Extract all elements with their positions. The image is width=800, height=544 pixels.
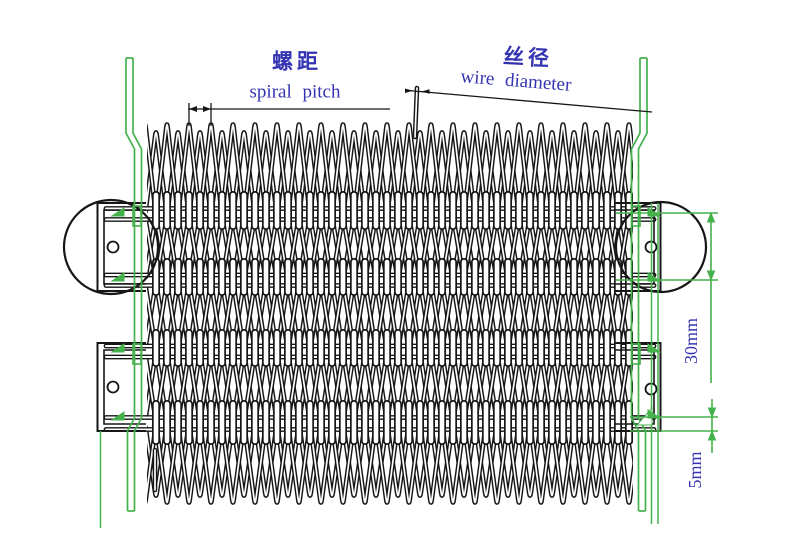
label-wire-diameter-cn: 丝径 [502, 44, 554, 71]
label-spiral-pitch-en: spiral pitch [249, 81, 341, 103]
dimension-label-30mm: 30mm [681, 317, 701, 365]
label-spiral-pitch-cn: 螺距 [272, 49, 322, 74]
dimension-label-5mm: 5mm [685, 451, 705, 489]
